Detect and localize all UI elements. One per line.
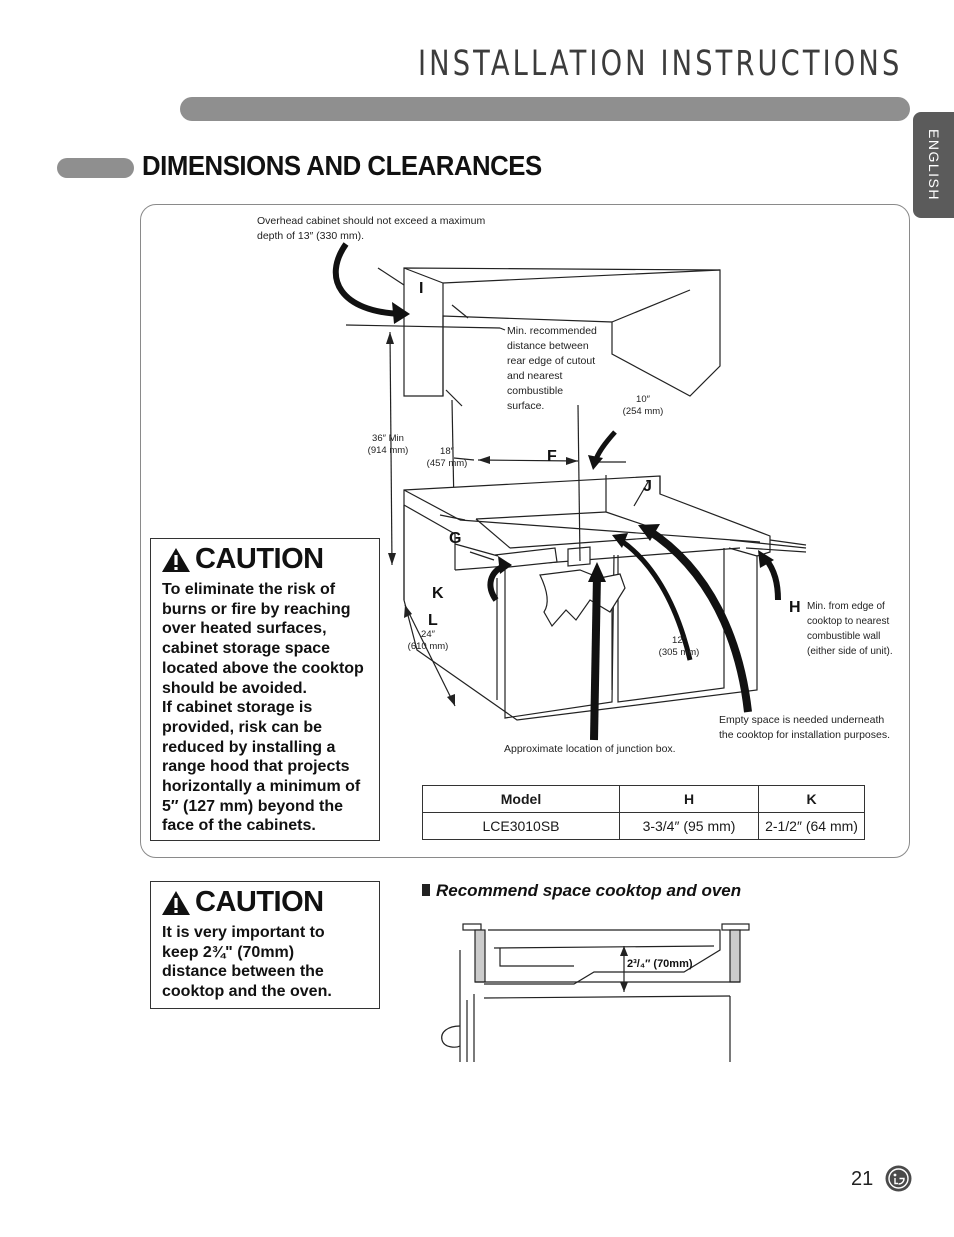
min-rec-line-2: distance between xyxy=(507,340,589,352)
h-note-line-3: combustible wall xyxy=(807,631,881,642)
caution-1-line: reduced by installing a xyxy=(162,738,336,756)
letter-i: I xyxy=(419,280,424,297)
dim-12-label: 12″ (305 mm) xyxy=(650,635,708,659)
empty-space-arrow-2 xyxy=(618,537,693,661)
caution-1-line: face of the cabinets. xyxy=(162,817,316,835)
bullet-square-icon xyxy=(422,884,430,896)
min-recommended-note: Min. recommended distance between rear e… xyxy=(507,324,597,414)
header-bar xyxy=(180,97,910,121)
letter-f: F xyxy=(547,448,557,465)
overhead-cabinet-note: Overhead cabinet should not exceed a max… xyxy=(257,214,485,244)
caution-2-line: cooktop and the oven. xyxy=(162,983,332,1001)
dim-18-value: 18″ xyxy=(440,446,454,457)
caution-2-line: keep 2¾" (70mm) xyxy=(162,943,295,961)
caution-1-line: located above the cooktop xyxy=(162,659,364,677)
letter-j: J xyxy=(643,478,652,495)
junction-box-note: Approximate location of junction box. xyxy=(504,743,676,755)
spec-cell-h: 3-3/4″ (95 mm) xyxy=(619,812,759,840)
caution-heading-1: CAUTION xyxy=(151,539,379,576)
overhead-note-line-1: Overhead cabinet should not exceed a max… xyxy=(257,215,486,227)
dim-18-label: 18″ (457 mm) xyxy=(418,446,476,470)
caution-box-cabinet: CAUTION To eliminate the risk of burns o… xyxy=(150,538,380,841)
recommend-section-title: Recommend space cooktop and oven xyxy=(422,881,741,901)
caution-heading-2: CAUTION xyxy=(151,882,379,919)
caution-body-2: It is very important to keep 2¾" (70mm) … xyxy=(151,919,379,1002)
caution-1-line: burns or fire by reaching xyxy=(162,600,351,618)
min-rec-line-5: combustible xyxy=(507,385,564,397)
caution-2-line: It is very important to xyxy=(162,924,325,941)
caution-heading-text-2: CAUTION xyxy=(195,886,324,918)
section-pill xyxy=(57,158,134,178)
dim-24-label: 24″ (610 mm) xyxy=(400,629,456,653)
min-rec-line-4: and nearest xyxy=(507,370,563,382)
caution-1-line: 5″ (127 mm) beyond the xyxy=(162,797,344,815)
dim-10-label: 10″ (254 mm) xyxy=(614,394,672,418)
empty-note-line-1: Empty space is needed underneath xyxy=(719,714,885,726)
spec-table: Model H K LCE3010SB 3-3/4″ (95 mm) 2-1/2… xyxy=(422,785,865,840)
lg-logo-icon: LG xyxy=(885,1165,912,1192)
dim-12-metric: (305 mm) xyxy=(658,647,700,658)
caution-1-line: over heated surfaces, xyxy=(162,620,327,638)
overhead-cabinet xyxy=(403,267,721,397)
spec-cell-k: 2-1/2″ (64 mm) xyxy=(758,812,865,840)
dim-24-value: 24″ xyxy=(421,629,435,640)
dim-10-metric: (254 mm) xyxy=(622,406,664,417)
min-rec-line-3: rear edge of cutout xyxy=(507,355,596,367)
cooktop-oven-drawing xyxy=(441,923,750,1062)
h-note-line-2: cooktop to nearest xyxy=(807,616,890,627)
h-clearance-note: Min. from edge of cooktop to nearest com… xyxy=(807,599,893,659)
caution-body-1: To eliminate the risk of burns or fire b… xyxy=(151,576,379,836)
caution-heading-text-1: CAUTION xyxy=(195,543,324,575)
overhead-note-line-2: depth of 13″ (330 mm). xyxy=(257,230,365,242)
caution-1-line: provided, risk can be xyxy=(162,718,323,736)
caution-1-line: To eliminate the risk of xyxy=(162,581,336,598)
section-title: DIMENSIONS AND CLEARANCES xyxy=(142,150,542,181)
dim-18-metric: (457 mm) xyxy=(426,458,468,469)
h-note-line-4: (either side of unit). xyxy=(807,646,893,657)
overhead-depth-arrow xyxy=(332,242,403,317)
dim-36-label: 36″ Min (914 mm) xyxy=(360,433,416,457)
caution-1-line: range hood that projects xyxy=(162,758,350,776)
dim-10-value: 10″ xyxy=(636,394,650,405)
min-rec-line-1: Min. recommended xyxy=(507,325,597,337)
dim-36-value: 36″ Min xyxy=(372,433,404,444)
recommend-dim-label: 2³/₄″ (70mm) xyxy=(627,958,693,970)
language-tab[interactable]: ENGLISH xyxy=(913,112,954,218)
spec-table-header-row: Model H K xyxy=(422,785,865,813)
h-arrow xyxy=(762,556,781,601)
letter-k: K xyxy=(432,585,444,602)
empty-space-arrow xyxy=(645,526,752,713)
spec-header-k: K xyxy=(758,785,865,813)
h-note-line-1: Min. from edge of xyxy=(807,601,885,612)
caution-1-line: cabinet storage space xyxy=(162,640,331,658)
dim-12-value: 12″ xyxy=(672,635,686,646)
caution-box-oven: CAUTION It is very important to keep 2¾"… xyxy=(150,881,380,1009)
junction-box-arrow xyxy=(590,574,601,741)
letter-h: H xyxy=(789,599,801,616)
page-header-title: INSTALLATION INSTRUCTIONS xyxy=(418,44,903,84)
dim-24-metric: (610 mm) xyxy=(407,641,449,652)
caution-1-line: If cabinet storage is xyxy=(162,699,313,717)
letter-l: L xyxy=(428,612,438,629)
spec-header-model: Model xyxy=(422,785,620,813)
base-cabinet xyxy=(403,475,771,721)
caution-2-line: distance between the xyxy=(162,963,324,981)
warning-triangle-icon xyxy=(162,890,190,915)
letter-g: G xyxy=(449,530,462,547)
recommend-title-text: Recommend space cooktop and oven xyxy=(436,881,742,900)
empty-space-note: Empty space is needed underneath the coo… xyxy=(719,713,890,743)
spec-cell-model: LCE3010SB xyxy=(422,812,620,840)
spec-header-h: H xyxy=(619,785,759,813)
empty-note-line-2: the cooktop for installation purposes. xyxy=(719,729,891,741)
page-number: 21 xyxy=(851,1168,874,1190)
caution-1-line: should be avoided. xyxy=(162,679,307,697)
caution-1-line: horizontally a minimum of xyxy=(162,778,361,796)
dim-36-metric: (914 mm) xyxy=(367,445,409,456)
warning-triangle-icon xyxy=(162,547,190,572)
table-row: LCE3010SB 3-3/4″ (95 mm) 2-1/2″ (64 mm) xyxy=(422,812,865,840)
min-rec-line-6: surface. xyxy=(507,400,545,412)
